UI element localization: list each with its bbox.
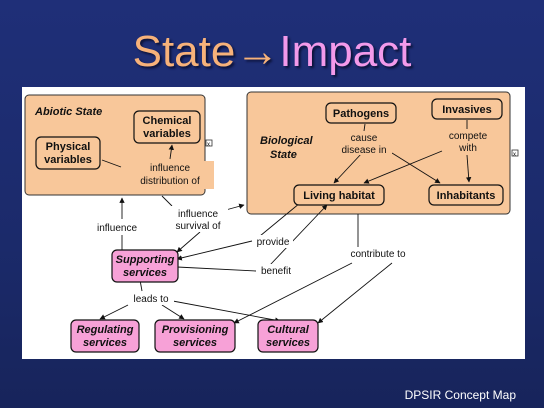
physical-variables-node[interactable]	[35, 136, 101, 170]
cultural-services-line1: Cultural	[267, 324, 310, 336]
cultural-services-line2: services	[266, 337, 310, 349]
title-impact: Impact	[279, 27, 412, 76]
edge-compete-habitat	[363, 150, 443, 184]
cultural-services-node[interactable]	[257, 319, 319, 353]
edge-leadsto-cultural	[161, 298, 281, 323]
invasives-label: Invasives	[442, 104, 492, 116]
link-benefit: benefit	[261, 266, 291, 277]
provisioning-services-line2: services	[173, 337, 217, 349]
concept-map-panel: Abiotic State x Biological State x Chemi…	[22, 87, 525, 359]
chemical-variables-node[interactable]	[133, 110, 201, 144]
link-cause-disease-1: cause	[351, 133, 378, 144]
link-influence: influence	[97, 223, 137, 234]
title-state: State	[132, 27, 236, 76]
invasives-node[interactable]	[431, 98, 503, 120]
inhabitants-node[interactable]	[428, 184, 504, 206]
provisioning-services-line1: Provisioning	[162, 324, 229, 336]
physical-variables-line2: variables	[44, 154, 92, 166]
edge-survival-supporting	[176, 231, 201, 253]
edge-compete-inhabitants	[465, 154, 472, 183]
link-compete-with-2: with	[458, 143, 477, 154]
edge-leadsto-regulating	[99, 304, 129, 320]
edge-contribute-provisioning	[233, 262, 353, 324]
regulating-services-line2: services	[83, 337, 127, 349]
edge-influence-chemical	[168, 144, 174, 160]
biological-state-label-1: Biological	[260, 135, 314, 147]
living-habitat-label: Living habitat	[303, 190, 375, 202]
living-habitat-node[interactable]	[293, 184, 385, 206]
link-leads-to: leads to	[133, 294, 168, 305]
link-influence-distribution-1: influence	[150, 163, 190, 174]
link-compete-with-1: compete	[449, 131, 488, 142]
inhabitants-label: Inhabitants	[437, 190, 496, 202]
biological-state-label-2: State	[270, 149, 297, 161]
edge-contribute-cultural	[317, 262, 393, 324]
edge-supporting-benefit	[176, 266, 257, 272]
biological-expand-x: x	[513, 152, 516, 158]
link-contribute-to: contribute to	[350, 249, 405, 260]
supporting-services-node[interactable]	[111, 249, 179, 283]
regulating-services-node[interactable]	[70, 319, 140, 353]
edge-physical-influence	[101, 159, 122, 168]
connectors	[99, 120, 472, 324]
link-cause-disease-2: disease in	[341, 145, 386, 156]
link-influence-distribution-2: distribution of	[140, 176, 200, 187]
edge-disease-habitat	[333, 152, 363, 184]
supporting-services-line1: Supporting	[116, 254, 175, 266]
link-provide: provide	[257, 237, 290, 248]
abiotic-state-label: Abiotic State	[34, 106, 102, 118]
title-arrow: →	[235, 27, 280, 76]
edge-habitat-provide	[259, 202, 301, 237]
slide-title: State→Impact	[0, 28, 544, 76]
footer-caption: DPSIR Concept Map	[404, 388, 516, 402]
abiotic-expand-icon[interactable]	[205, 139, 213, 147]
edge-pathogens-cause	[363, 123, 366, 132]
abiotic-expand-x: x	[207, 142, 210, 148]
edge-leadsto-provisioning	[161, 304, 185, 320]
link-influence-survival-2: survival of	[175, 221, 220, 232]
provisioning-services-node[interactable]	[154, 319, 236, 353]
physical-variables-line1: Physical	[46, 141, 91, 153]
concept-map: Abiotic State x Biological State x Chemi…	[24, 91, 519, 353]
pathogens-node[interactable]	[325, 102, 397, 124]
link-influence-survival-1: influence	[178, 209, 218, 220]
pathogens-label: Pathogens	[333, 108, 389, 120]
regulating-services-line1: Regulating	[77, 324, 134, 336]
biological-expand-icon[interactable]	[511, 149, 519, 157]
edge-abiotic-survival	[161, 195, 173, 207]
chemical-variables-line1: Chemical	[143, 115, 192, 127]
edge-disease-inhabitants	[391, 152, 441, 184]
chemical-variables-line2: variables	[143, 128, 191, 140]
supporting-services-line2: services	[123, 267, 167, 279]
edge-provide-supporting	[176, 240, 253, 261]
edge-benefit-habitat	[269, 204, 328, 266]
